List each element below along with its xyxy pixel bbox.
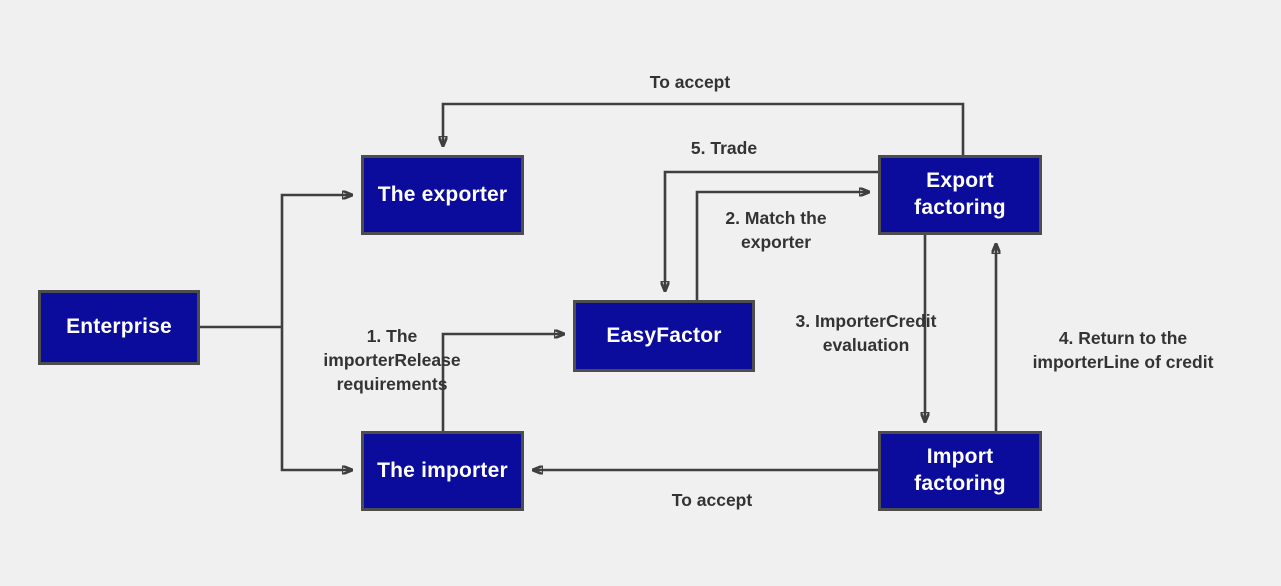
node-enterprise[interactable]: Enterprise — [38, 290, 200, 365]
node-the-exporter-label: The exporter — [377, 182, 508, 206]
connector-enterprise-to-exporter — [280, 195, 352, 327]
edge-label-step-1-importer-release-requirements: 1. The importerRelease requirements — [323, 326, 461, 394]
edge-label-to-accept-top: To accept — [649, 72, 731, 92]
node-the-exporter[interactable]: The exporter — [361, 155, 524, 235]
node-the-importer[interactable]: The importer — [361, 431, 524, 511]
edge-label-to-accept-bottom: To accept — [671, 490, 753, 510]
edge-label-step-4-return-to-the-importer-line-of-credit: 4. Return to the importerLine of credit — [1032, 328, 1214, 372]
node-easyfactor-label: EasyFactor — [606, 323, 722, 347]
node-import-factoring[interactable]: Import factoring — [878, 431, 1042, 511]
node-enterprise-label: Enterprise — [66, 315, 172, 339]
node-export-factoring[interactable]: Export factoring — [878, 155, 1042, 235]
edge-label-step-5-trade: 5. Trade — [690, 138, 758, 158]
edge-label-step-2-match-the-exporter: 2. Match the exporter — [725, 208, 827, 252]
edge-label-step-3-importer-credit-evaluation: 3. ImporterCredit evaluation — [795, 311, 937, 355]
node-export-factoring-label: Export factoring — [914, 169, 1006, 219]
node-the-importer-label: The importer — [377, 458, 508, 482]
node-import-factoring-label: Import factoring — [914, 445, 1006, 495]
node-easyfactor[interactable]: EasyFactor — [573, 300, 755, 372]
